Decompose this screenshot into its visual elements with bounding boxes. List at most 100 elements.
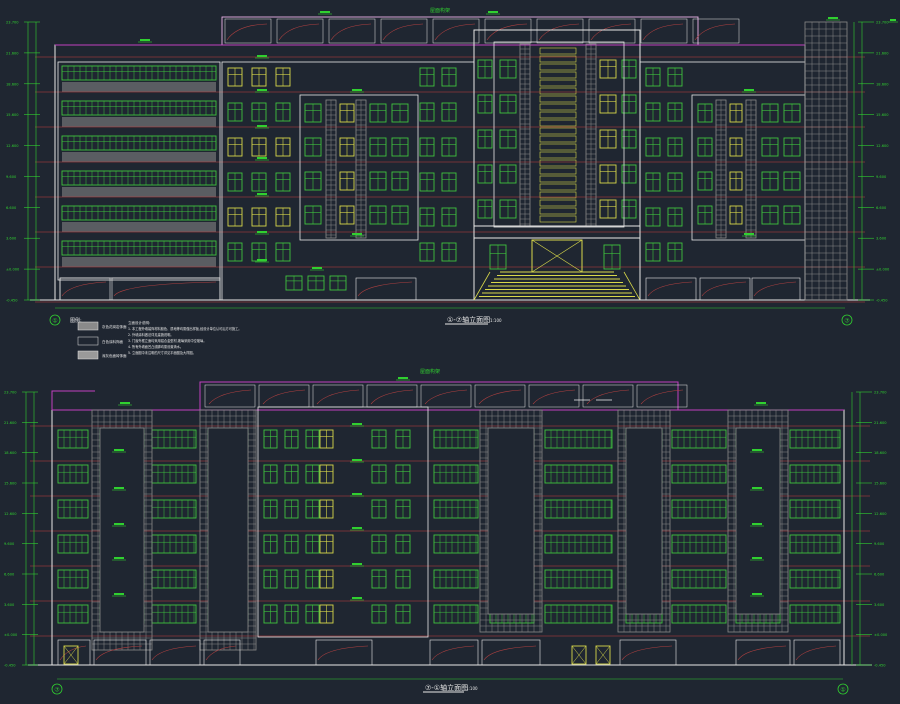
roof-frame-bay <box>692 18 740 44</box>
stone-frame-tower <box>617 409 671 633</box>
roof-frame-bay <box>474 384 526 408</box>
strip-window <box>433 604 479 624</box>
curtain-wall-panel <box>539 143 577 151</box>
label-tag <box>488 11 498 13</box>
label-tag <box>756 402 766 404</box>
label-tag <box>257 125 267 127</box>
door-swing <box>595 645 611 665</box>
label-tag <box>257 231 267 233</box>
label-tag <box>312 267 322 269</box>
label-tag <box>398 377 408 379</box>
recessed-bay <box>299 94 419 241</box>
label-tag <box>352 423 362 425</box>
strip-window <box>61 100 217 116</box>
top-elevation-title: ①-⑦轴立面图 <box>447 315 490 324</box>
tower-inner-opening <box>99 427 145 633</box>
strip-window <box>57 534 89 554</box>
stone-spandrel <box>62 117 216 127</box>
door <box>571 645 587 665</box>
curtain-wall-panel <box>539 191 577 199</box>
level-label: 9.600 <box>6 175 17 179</box>
strip-window <box>544 429 613 449</box>
plinth-bay <box>793 639 841 666</box>
strip-window <box>57 429 89 449</box>
level-label: 3.600 <box>874 603 885 607</box>
plinth-leader <box>61 281 107 297</box>
stair-core <box>257 406 429 638</box>
level-label: 6.600 <box>4 573 15 577</box>
roof-frame-bay <box>380 18 428 44</box>
level-label: 3.600 <box>4 603 15 607</box>
roof-frame-bay <box>484 18 532 44</box>
level-label: -0.450 <box>876 299 888 303</box>
level-label: 18.600 <box>876 82 889 86</box>
curtain-wall-panel <box>539 175 577 183</box>
top-building-outline <box>30 11 898 309</box>
curtain-wall-panel <box>539 47 577 55</box>
level-label: 18.600 <box>874 451 887 455</box>
tower-inner-opening <box>625 427 663 615</box>
level-label: -0.450 <box>874 664 886 668</box>
top-roof-label: 屋面构架 <box>430 7 450 14</box>
strip-window <box>789 464 841 484</box>
legend-heading: 图例: <box>70 317 82 324</box>
tower-inner-opening <box>207 427 249 633</box>
level-label: ±0.000 <box>874 633 888 637</box>
plinth-bay <box>355 277 417 301</box>
label-tag <box>257 89 267 91</box>
plinth-leader <box>151 645 197 661</box>
axis-bubble-left-2 <box>51 683 63 695</box>
strip-window <box>671 499 727 519</box>
stone-frame-tower <box>479 409 543 633</box>
level-label: ±0.000 <box>4 633 18 637</box>
level-label: 12.600 <box>874 512 887 516</box>
curtain-wall-panel <box>539 151 577 159</box>
note-1: 1. 本工程外墙装饰材料颜色、质地等均需做出样板,经设计单位认可后方可施工。 <box>128 326 241 331</box>
strip-window <box>544 569 613 589</box>
roof-leader <box>226 23 268 41</box>
top-window-grid <box>61 47 801 291</box>
label-tag <box>114 487 124 489</box>
level-label: 12.600 <box>4 512 17 516</box>
level-label: 18.600 <box>6 82 19 86</box>
plinth-leader <box>113 281 217 297</box>
stone-spandrel <box>62 152 216 162</box>
bottom-elevation-title: ⑦-①轴立面图 <box>425 683 468 692</box>
roof-leader <box>532 389 576 405</box>
top-axis-left: ① <box>52 318 57 325</box>
roof-frame-bay <box>588 18 636 44</box>
stair-edge <box>623 271 641 301</box>
label-tag <box>257 193 267 195</box>
roof-parapet <box>51 390 95 410</box>
plinth-leader <box>317 645 369 661</box>
level-label: 23.700 <box>6 21 19 25</box>
bottom-right-dimension-chain: 23.70021.60018.60015.60012.6009.6006.600… <box>851 391 888 668</box>
curtain-wall-panel <box>539 167 577 175</box>
rear-elevation: 23.70021.60018.60015.60012.6009.6006.600… <box>4 368 888 695</box>
level-label: -0.450 <box>6 299 18 303</box>
curtain-wall-panel <box>539 215 577 223</box>
design-notes: 立面设计说明: 1. 本工程外墙装饰材料颜色、质地等均需做出样板,经设计单位认可… <box>128 320 241 355</box>
strip-window <box>57 604 89 624</box>
label-tag <box>752 557 762 559</box>
strip-window <box>61 65 217 81</box>
level-label: ±0.000 <box>876 268 890 272</box>
top-right-dimension-chain: 23.70021.60018.60015.60012.6009.6006.600… <box>853 21 890 303</box>
plinth-leader <box>753 281 797 297</box>
curtain-wall-panel <box>539 111 577 119</box>
roof-frame-bay <box>276 18 324 44</box>
roof-frame-bay <box>420 384 472 408</box>
plinth-bay <box>645 277 697 301</box>
label-tag <box>352 563 362 565</box>
level-label: 9.600 <box>4 542 15 546</box>
label-tag <box>744 89 754 91</box>
plinth-bay <box>59 277 111 301</box>
roof-frame-bay <box>204 384 256 408</box>
roof-frame-bay <box>582 384 634 408</box>
plinth-bay <box>429 639 479 666</box>
plinth-bay <box>203 639 241 666</box>
strip-window <box>544 464 613 484</box>
strip-window <box>61 170 217 186</box>
